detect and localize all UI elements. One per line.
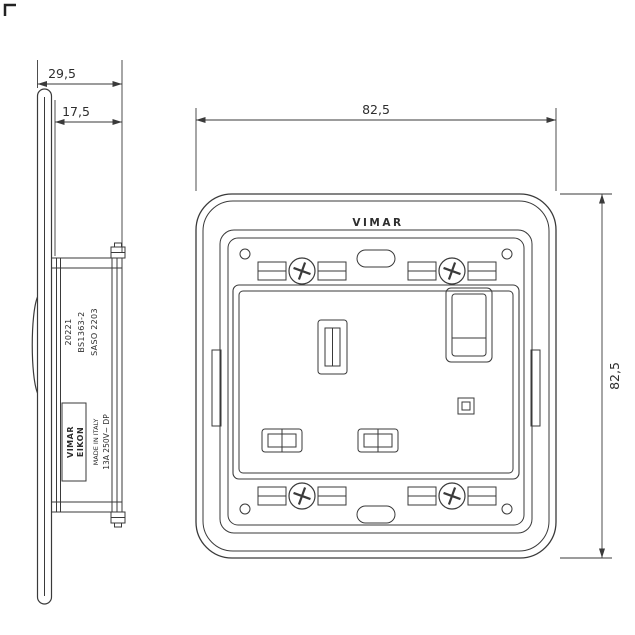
phillips-screw-icon (293, 487, 311, 505)
frame-hole-top-left (239, 248, 251, 260)
dimension-body-depth (54, 100, 122, 256)
rocker-switch (445, 287, 493, 363)
mechanism-side-profile (51, 242, 126, 528)
corner-screw-bottom-left (257, 482, 347, 510)
brand-box (61, 402, 87, 482)
indicator-window (457, 397, 475, 415)
cover-plate (195, 193, 557, 559)
corner-screw-bottom-right (407, 482, 497, 510)
earth-pin-slot (317, 319, 348, 375)
dimension-width (195, 108, 557, 191)
corner-screw-top-left (257, 257, 347, 285)
brand-name-side: VIMAR (66, 426, 75, 458)
fixing-claw-bottom (110, 511, 126, 528)
top-mounting-slot (356, 249, 396, 268)
left-side-tab (211, 349, 222, 427)
marking-code: 20221 (64, 319, 73, 346)
fixing-claw-top (110, 242, 126, 259)
rating-label: 13A 250V~ DP (102, 414, 111, 470)
phillips-screw-icon (443, 262, 461, 280)
side-markings: 20221 BS1363-2 SASO 2203 VIMAR EIKON MAD… (64, 308, 111, 470)
bottom-mounting-slot (356, 505, 396, 524)
front-view: 82,5 82,5 VIMAR (195, 102, 622, 559)
dim-height-label: 82,5 (607, 362, 622, 390)
phillips-screw-icon (293, 262, 311, 280)
rocker-side-bump (31, 296, 39, 394)
socket-module (232, 284, 520, 480)
pin-slot-right (357, 428, 399, 453)
dimension-height (560, 193, 612, 559)
corner-screw-top-right (407, 257, 497, 285)
faceplate-side-profile (31, 88, 53, 605)
dim-total-depth-label: 29,5 (48, 66, 76, 81)
right-side-tab (530, 349, 541, 427)
phillips-screw-icon (443, 487, 461, 505)
frame-hole-bottom-right (501, 503, 513, 515)
brand-series-side: EIKON (76, 427, 85, 457)
side-view: 29,5 17,5 (31, 60, 126, 605)
mounting-frame (211, 229, 541, 534)
frame-hole-bottom-left (239, 503, 251, 515)
pin-slot-left (261, 428, 303, 453)
frame-hole-top-right (501, 248, 513, 260)
marking-standard: BS1363-2 (77, 311, 86, 352)
marking-cert: SASO 2203 (90, 308, 99, 356)
sheet-corner-mark (3, 3, 16, 16)
dim-body-depth-label: 17,5 (62, 104, 90, 119)
brand-front-label: VIMAR (352, 217, 403, 229)
dimension-total-depth (37, 60, 123, 253)
made-in-label: MADE IN ITALY (92, 419, 100, 466)
dim-width-label: 82,5 (362, 102, 390, 117)
